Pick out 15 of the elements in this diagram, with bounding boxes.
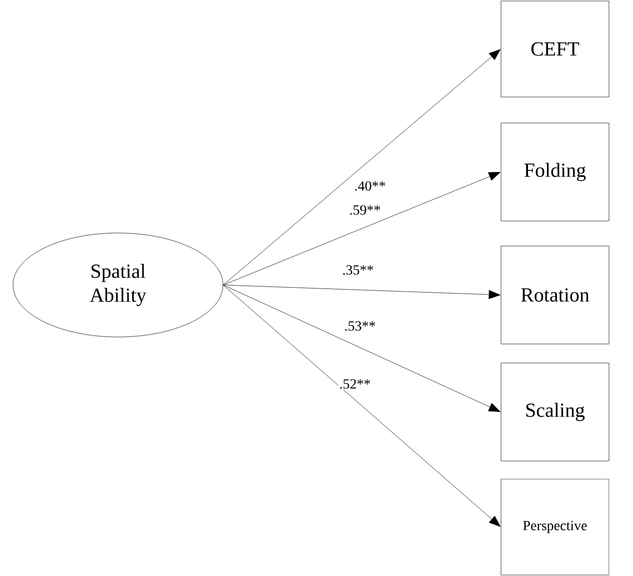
edge-label: .59**: [348, 204, 382, 216]
variable-box: Rotation: [500, 246, 610, 344]
arrow: [223, 284, 500, 412]
arrow: [223, 172, 500, 286]
variable-box: Folding: [500, 122, 610, 222]
edge-label: .40**: [353, 180, 387, 192]
arrow: [223, 284, 501, 527]
arrow: [223, 49, 501, 286]
variable-box: CEFT: [500, 0, 610, 98]
variable-box: Perspective: [500, 478, 610, 576]
variable-box: Scaling: [500, 362, 610, 462]
edge-label: .35**: [341, 264, 375, 276]
edge-label: .53**: [343, 320, 377, 332]
edge-label: .52**: [338, 378, 372, 390]
arrow: [223, 284, 500, 300]
